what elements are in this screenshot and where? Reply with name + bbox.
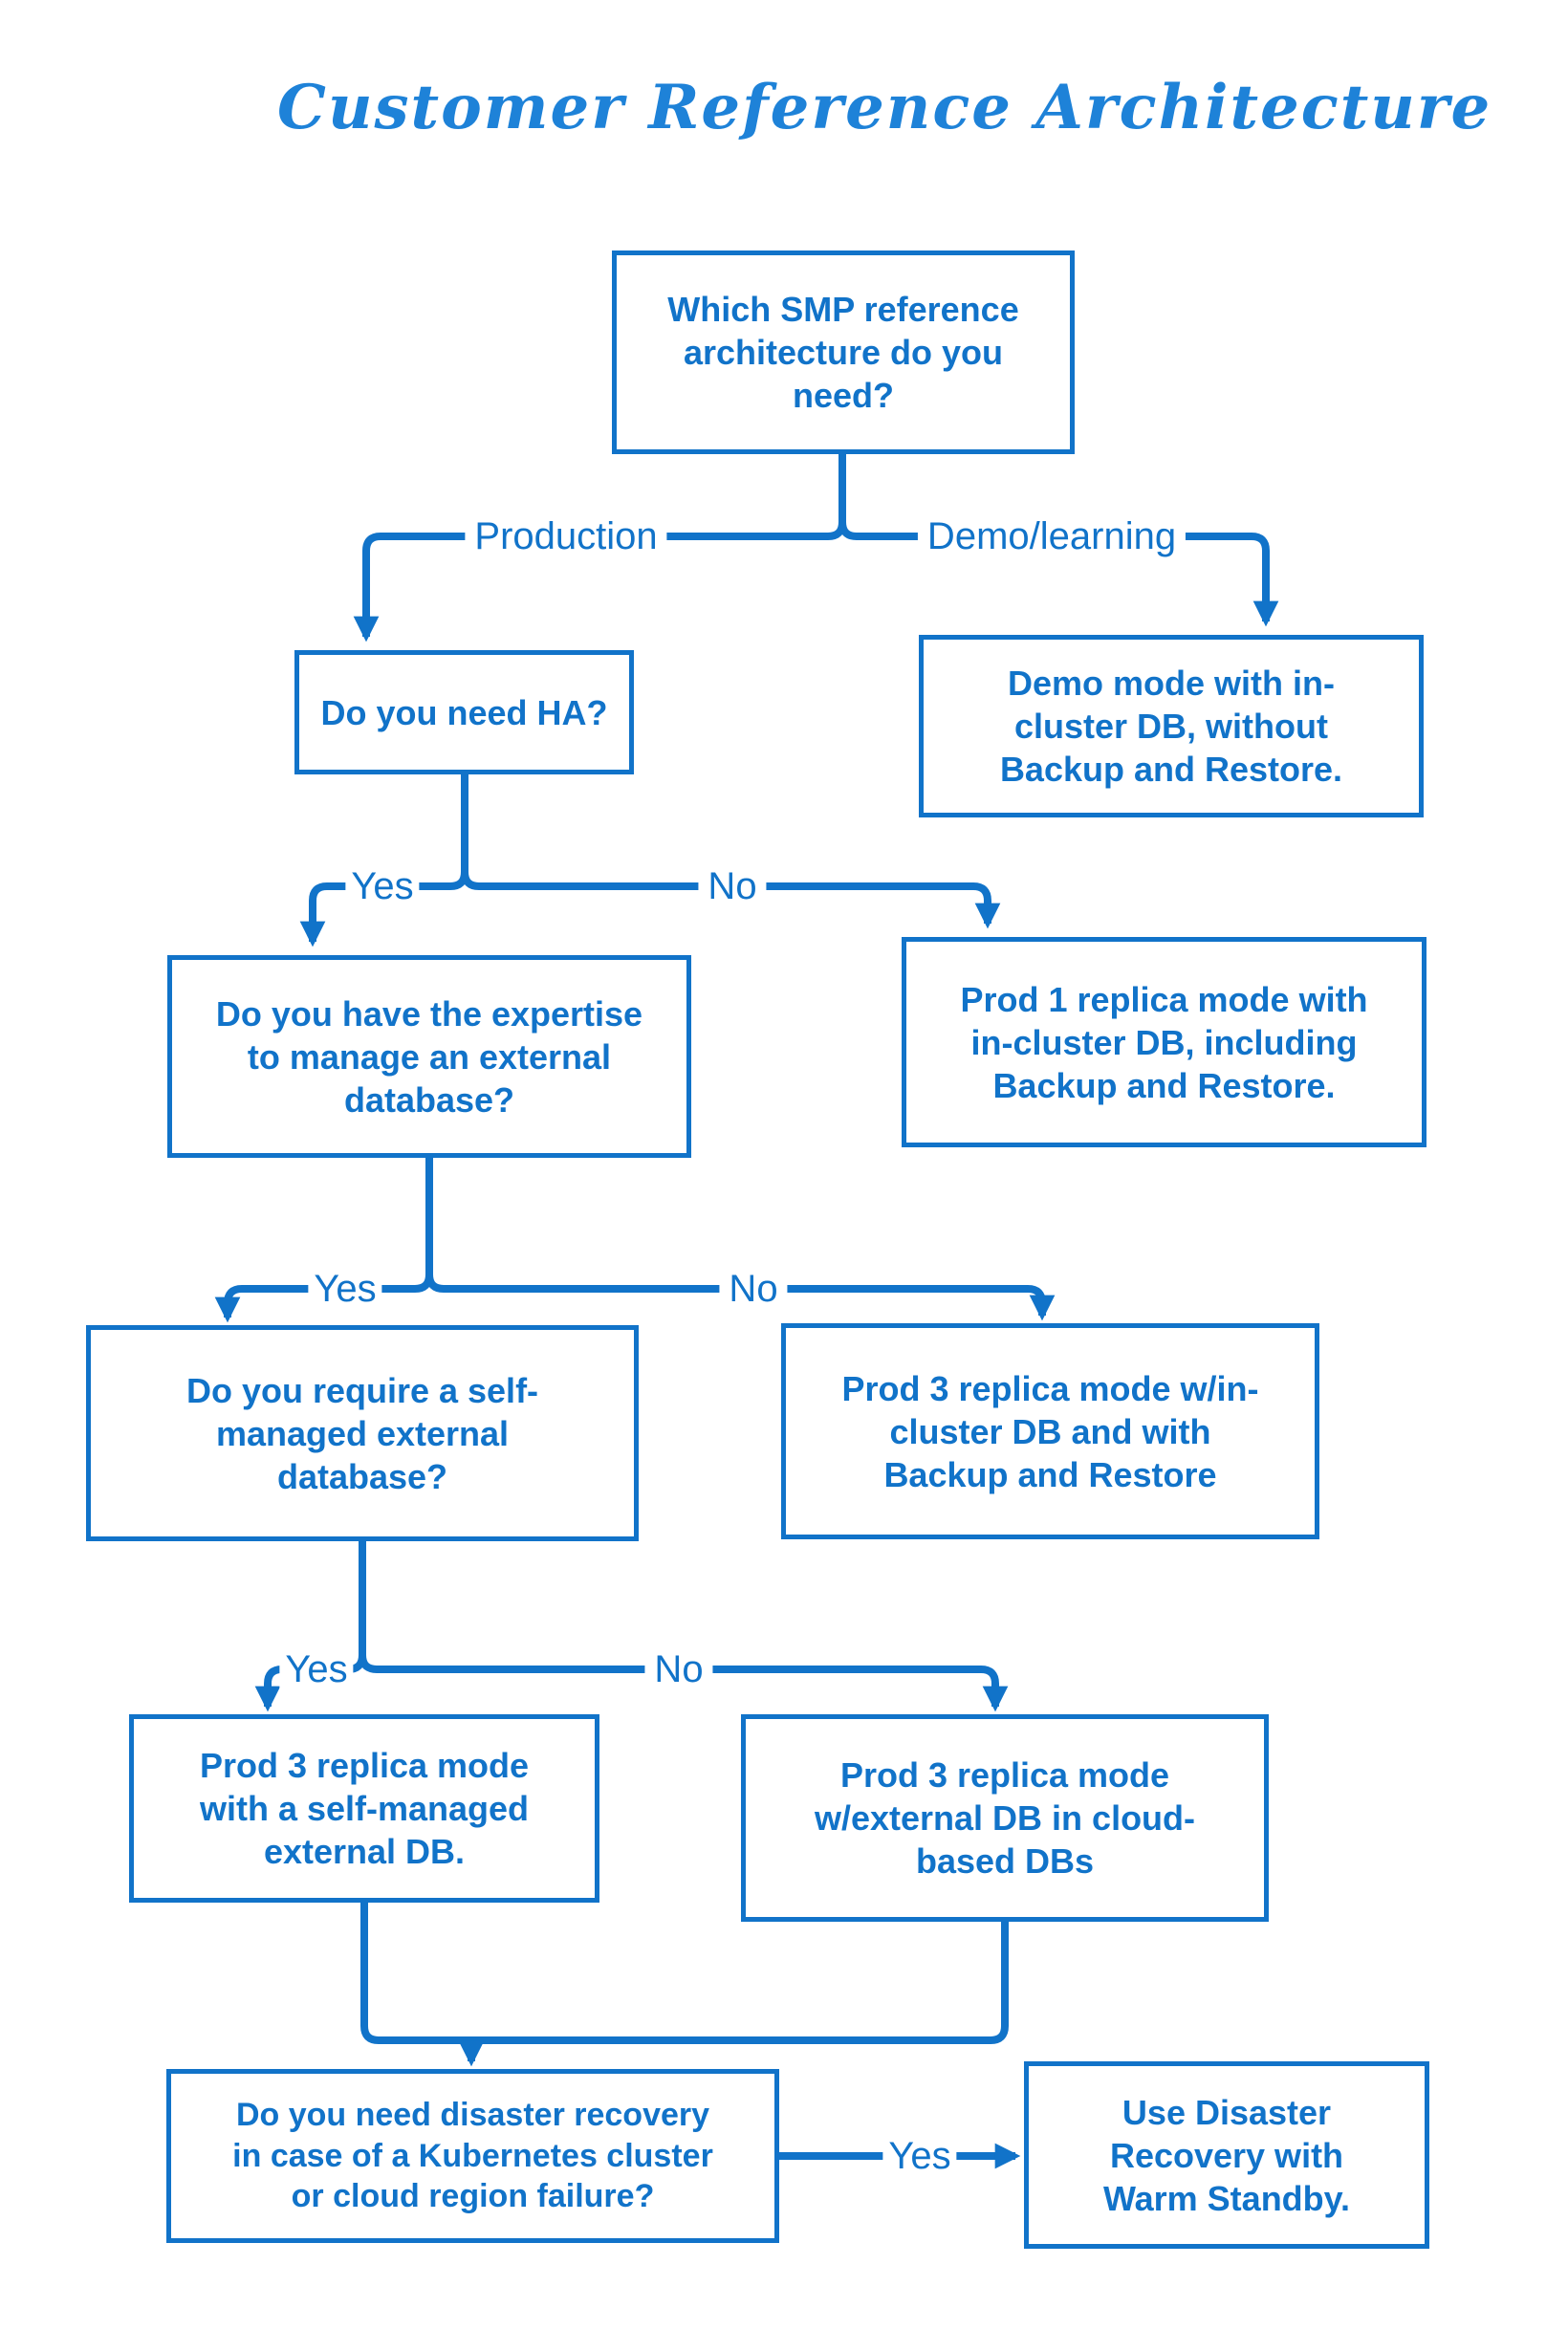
node-disaster-recovery-question: Do you need disaster recovery in case of… (166, 2069, 779, 2243)
node-prod3-incluster: Prod 3 replica mode w/in- cluster DB and… (781, 1323, 1319, 1539)
edge-label-no-3: No (644, 1648, 713, 1690)
node-demo-mode: Demo mode with in- cluster DB, without B… (919, 635, 1424, 817)
edge-label-yes-3: Yes (279, 1648, 354, 1690)
node-prod3-self-managed: Prod 3 replica mode with a self-managed … (129, 1714, 599, 1903)
connector-expertise-no-to-prod3in (425, 1274, 1056, 1321)
edge-label-production: Production (465, 515, 667, 557)
node-prod1-replica: Prod 1 replica mode with in-cluster DB, … (902, 937, 1426, 1147)
edge-label-demo-learning: Demo/learning (917, 515, 1187, 557)
node-require-self-managed-db: Do you require a self- managed external … (86, 1325, 639, 1541)
edge-label-yes-4: Yes (882, 2135, 957, 2177)
node-prod3-cloud-db: Prod 3 replica mode w/external DB in clo… (741, 1714, 1269, 1922)
connector-ha-no-to-prod1 (461, 871, 1001, 929)
edge-label-no-2: No (719, 1268, 788, 1310)
edge-label-yes-2: Yes (308, 1268, 382, 1310)
node-which-architecture: Which SMP reference architecture do you … (612, 250, 1075, 454)
edge-label-no-1: No (698, 865, 767, 907)
connector-merge-prod3-outputs (360, 1903, 1009, 2044)
connector-root-to-demo (838, 521, 1279, 627)
diagram-title: Customer Reference Architecture (277, 72, 1492, 143)
node-warm-standby: Use Disaster Recovery with Warm Standby. (1024, 2061, 1429, 2249)
edge-label-yes-1: Yes (345, 865, 420, 907)
node-external-db-expertise: Do you have the expertise to manage an e… (167, 955, 691, 1158)
node-need-ha: Do you need HA? (294, 650, 634, 774)
connector-require-no-to-prod3cloud (359, 1654, 1009, 1712)
connector-ha-yes-to-expertise (299, 774, 468, 947)
